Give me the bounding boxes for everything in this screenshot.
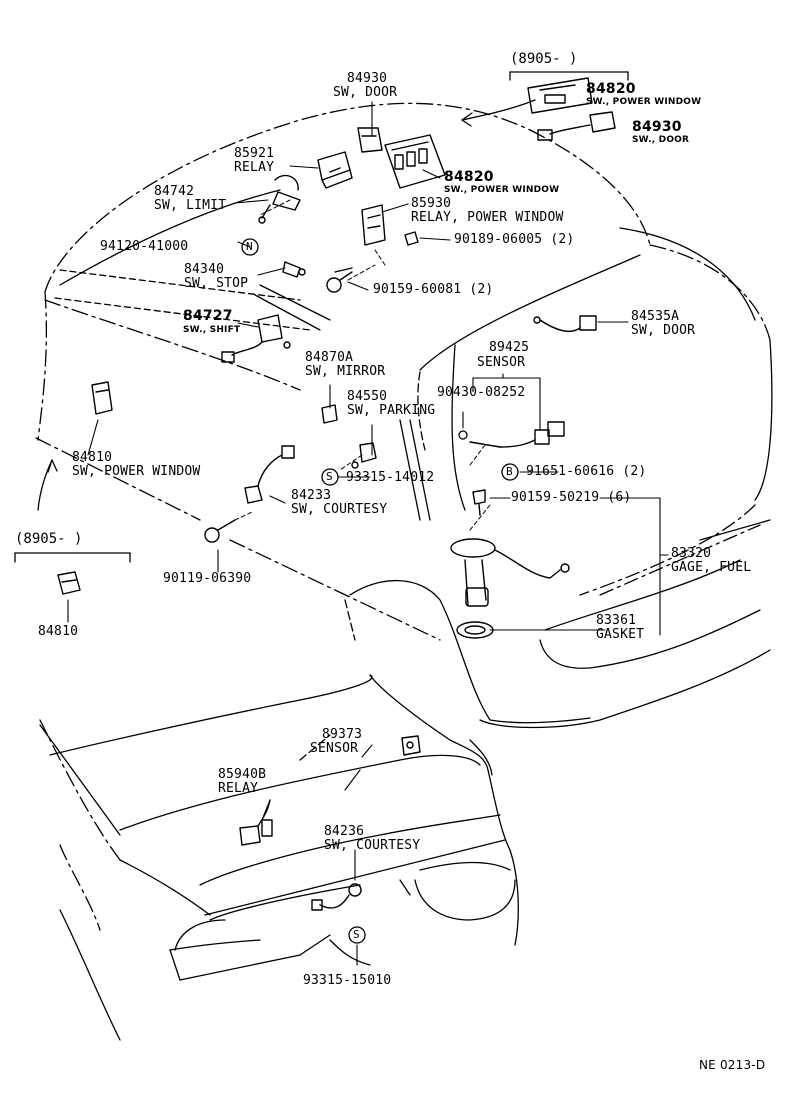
label-90189: 90189-06005 (2) xyxy=(454,232,575,247)
marker-s-upper: S xyxy=(326,470,333,483)
part-89425-sensor xyxy=(469,421,565,448)
label-90119: 90119-06390 xyxy=(163,571,252,586)
part-83320-fuel-gage xyxy=(450,538,570,607)
label-84550-number: 84550 xyxy=(347,389,388,404)
label-84930-top-number: 84930 xyxy=(347,71,388,86)
label-83361-name: GASKET xyxy=(596,627,645,642)
inset-bracket-top xyxy=(509,71,629,81)
label-90159-50219: 90159-50219 (6) xyxy=(511,490,632,505)
label-84930-right-name: SW., DOOR xyxy=(632,135,690,145)
label-84930-top-name: SW, DOOR xyxy=(333,85,398,100)
part-90119-bolt xyxy=(204,519,236,543)
part-90430-gasket xyxy=(458,430,468,440)
label-89373-name: SENSOR xyxy=(310,741,359,756)
label-84727-name: SW., SHIFT xyxy=(183,325,241,335)
label-83320-number: 83320 xyxy=(671,546,712,561)
inset-left-header: (8905- ) xyxy=(15,531,83,547)
part-84810-inset xyxy=(57,571,81,595)
body-outline-rear-deck xyxy=(35,437,771,729)
label-84340-name: SW, STOP xyxy=(184,276,249,291)
label-84870A-name: SW, MIRROR xyxy=(305,364,386,379)
inset-top-header: (8905- ) xyxy=(510,51,578,67)
label-84820-mid-name: SW., POWER WINDOW xyxy=(444,185,560,195)
body-outline-upper xyxy=(37,102,771,441)
marker-b: B xyxy=(506,465,513,478)
marker-s-lower: S xyxy=(353,928,360,941)
part-90159-50219-bolt xyxy=(472,489,486,516)
leader-lines xyxy=(67,101,669,966)
part-84820-power-window-switch xyxy=(384,134,446,189)
body-outline-upper-solid xyxy=(54,189,773,596)
part-89373-sensor xyxy=(401,735,421,756)
label-84742-number: 84742 xyxy=(154,184,195,199)
label-89425-number: 89425 xyxy=(489,340,530,355)
part-84233-courtesy-switch xyxy=(244,445,295,504)
part-84742-limit-switch xyxy=(258,174,301,224)
label-93315-15010: 93315-15010 xyxy=(303,973,392,988)
label-84820-top-number: 84820 xyxy=(586,81,636,97)
label-84810-name: SW, POWER WINDOW xyxy=(72,464,201,479)
label-84233-number: 84233 xyxy=(291,488,332,503)
label-85930-name: RELAY, POWER WINDOW xyxy=(411,210,564,225)
label-90159-60081: 90159-60081 (2) xyxy=(373,282,494,297)
part-85940B-relay xyxy=(239,799,273,846)
part-84236-courtesy-switch xyxy=(311,883,362,911)
label-85921-name: RELAY xyxy=(234,160,275,175)
label-94120: 94120-41000 xyxy=(100,239,189,254)
inset-arrows xyxy=(37,99,536,511)
part-84810-power-window xyxy=(91,381,113,415)
part-84535A-door-switch xyxy=(533,315,597,332)
label-84742-name: SW, LIMIT xyxy=(154,198,227,213)
label-83320-name: GAGE, FUEL xyxy=(671,560,752,575)
label-84233-name: SW, COURTESY xyxy=(291,502,388,517)
label-84535A-number: 84535A xyxy=(631,309,680,324)
label-83361-number: 83361 xyxy=(596,613,637,628)
label-84236-name: SW, COURTESY xyxy=(324,838,421,853)
label-84535A-name: SW, DOOR xyxy=(631,323,696,338)
label-93315-14012: 93315-14012 xyxy=(346,470,435,485)
label-84236-number: 84236 xyxy=(324,824,365,839)
label-89373-number: 89373 xyxy=(322,727,363,742)
label-85940B-name: RELAY xyxy=(218,781,259,796)
label-84340-number: 84340 xyxy=(184,262,225,277)
part-90189-clip xyxy=(404,231,419,246)
body-outline-trunk xyxy=(39,674,519,1041)
label-84550-name: SW, PARKING xyxy=(347,403,436,418)
label-91651: 91651-60616 (2) xyxy=(526,464,647,479)
label-84727-number: 84727 xyxy=(183,308,233,324)
label-84810-number: 84810 xyxy=(72,450,113,465)
part-84820-inset xyxy=(527,77,593,114)
footer-code: NE 0213-D xyxy=(699,1058,766,1072)
label-84870A-number: 84870A xyxy=(305,350,354,365)
part-83361-gasket xyxy=(456,621,494,639)
label-85921-number: 85921 xyxy=(234,146,275,161)
part-84870A-mirror-switch xyxy=(321,404,338,424)
part-84930-inset xyxy=(537,111,616,141)
part-85921-relay xyxy=(317,151,353,189)
part-84727-shift-switch xyxy=(221,314,291,363)
part-84550-parking-switch xyxy=(351,442,377,469)
inset-bracket-left xyxy=(14,552,131,563)
label-84930-right-number: 84930 xyxy=(632,119,682,135)
label-90430: 90430-08252 xyxy=(437,385,526,400)
label-84810-inset: 84810 xyxy=(38,624,79,639)
label-85930-number: 85930 xyxy=(411,196,452,211)
label-89425-name: SENSOR xyxy=(477,355,526,370)
part-90159-60081-bolt xyxy=(326,267,353,293)
part-84340-stop-switch xyxy=(282,261,306,278)
label-85940B-number: 85940B xyxy=(218,767,267,782)
part-84930-door-switch xyxy=(357,127,383,153)
marker-n: N xyxy=(246,240,253,253)
part-85930-relay-power-window xyxy=(361,204,386,246)
marker-circles xyxy=(241,238,519,944)
label-84820-top-name: SW., POWER WINDOW xyxy=(586,97,702,107)
label-84820-mid-number: 84820 xyxy=(444,169,494,185)
